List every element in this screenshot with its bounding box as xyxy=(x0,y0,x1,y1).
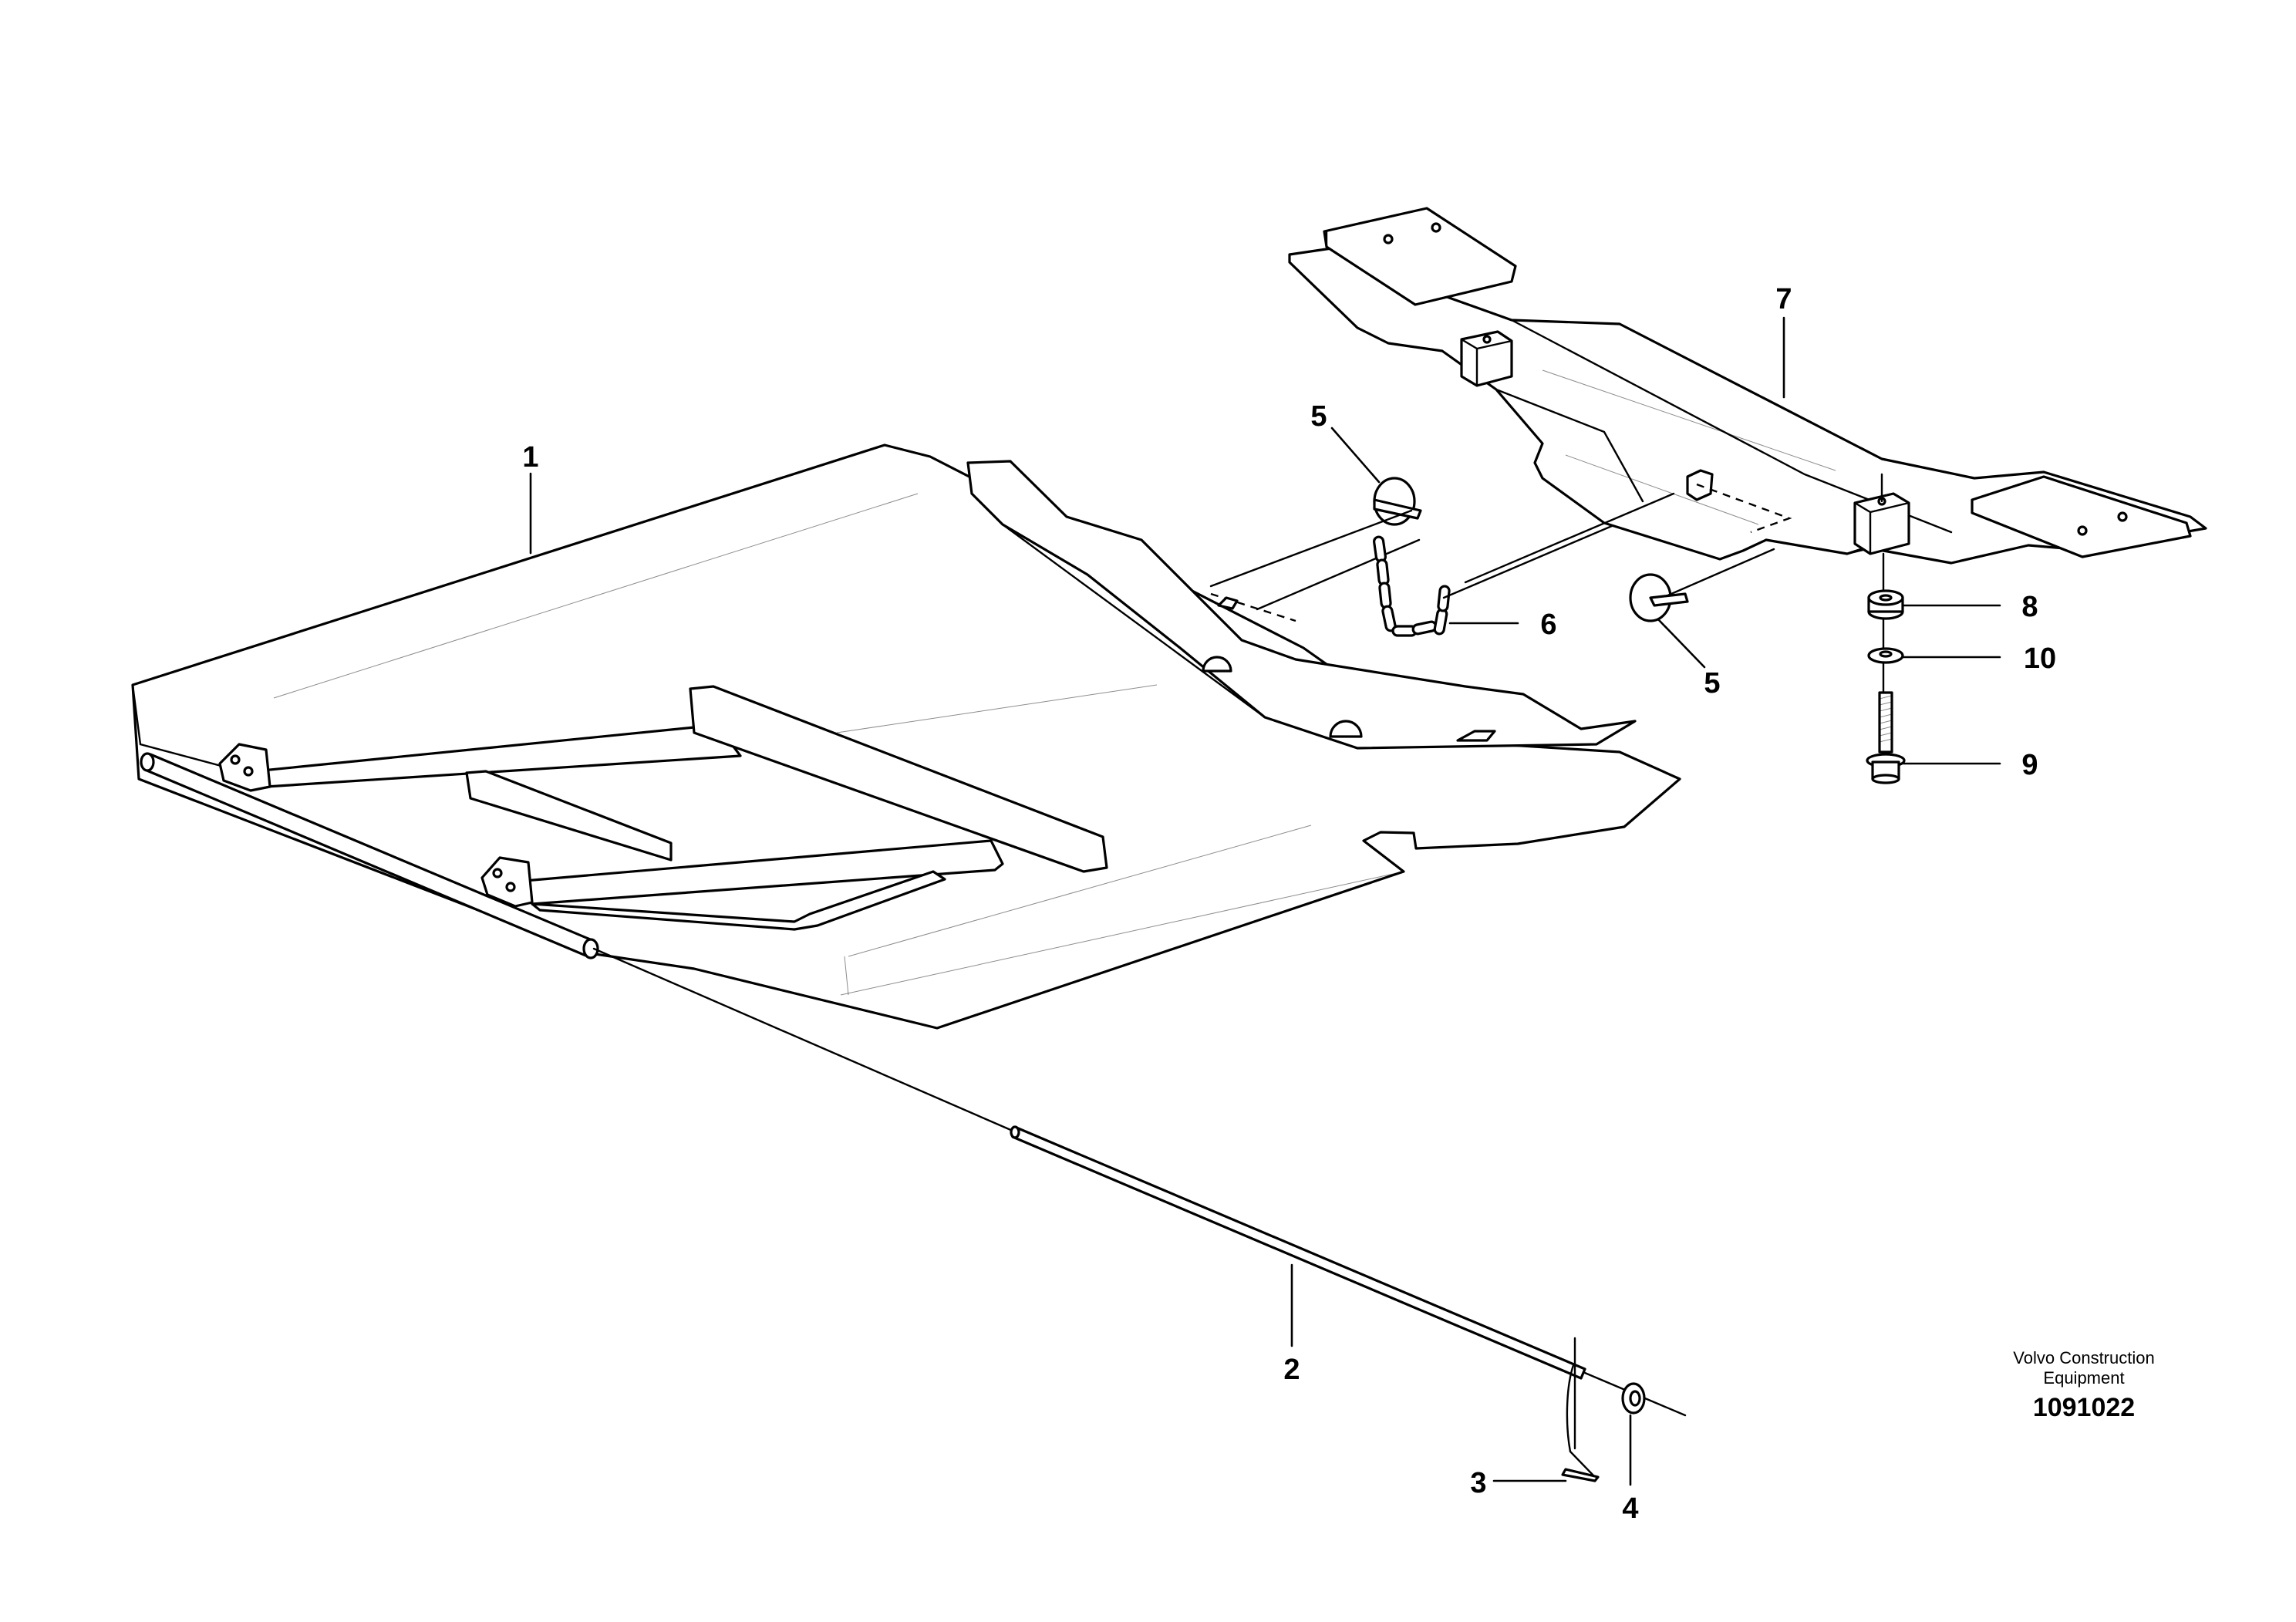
cover-plate-rib-notch xyxy=(1202,656,1232,673)
cover-plate-panel-line xyxy=(844,956,849,996)
damper-washer-hole xyxy=(1879,650,1893,658)
lock-pin-shank xyxy=(1373,498,1422,520)
support-beam-attach-dash xyxy=(1696,483,1792,534)
hinge-rod-pin-end xyxy=(1010,1125,1020,1139)
hinge-hole xyxy=(230,754,241,765)
callout-labels: 1 2 3 4 5 5 6 7 8 10 9 xyxy=(522,283,2056,1525)
callout-9: 9 xyxy=(2021,749,2038,781)
support-beam-panel-line xyxy=(1542,369,1836,471)
mounting-block-front xyxy=(1853,492,1910,555)
callout-3: 3 xyxy=(1470,1467,1486,1499)
leader-lines xyxy=(529,316,2001,1486)
plate-bolt-hole xyxy=(2117,511,2128,522)
hinge-hole xyxy=(492,868,503,878)
callout-1: 1 xyxy=(522,441,538,474)
chain-link xyxy=(1381,605,1397,632)
chain-axis xyxy=(1256,538,1421,611)
leader-5-lower xyxy=(1657,618,1706,669)
chain-link xyxy=(1373,535,1387,563)
lock-pin-upper xyxy=(1209,477,1422,588)
callout-7: 7 xyxy=(1775,283,1792,315)
callout-6: 6 xyxy=(1540,609,1556,641)
callout-8: 8 xyxy=(2021,591,2038,623)
linch-pin-head xyxy=(1561,1468,1600,1482)
plate-bolt-hole xyxy=(1431,222,1441,233)
mounting-block-edge xyxy=(1853,501,1910,555)
cover-plate-panel-line xyxy=(836,684,1158,733)
hinge-rod-tube-end xyxy=(140,752,155,772)
cover-plate-panel-line xyxy=(840,871,1404,996)
callout-5-lower: 5 xyxy=(1704,667,1720,700)
support-beam-side-edge xyxy=(1495,388,1644,503)
callout-10: 10 xyxy=(2024,642,2056,675)
callout-2: 2 xyxy=(1283,1354,1300,1386)
cover-plate-panel-line xyxy=(848,824,1312,957)
flange-bolt xyxy=(1866,691,1906,784)
support-beam xyxy=(1288,207,2207,584)
linch-pin xyxy=(1561,1337,1600,1482)
hinge-hole xyxy=(505,882,516,892)
cover-plate-rib-notch xyxy=(1456,730,1496,742)
mounting-block-edge xyxy=(1460,338,1513,387)
hinge-rod-shaft xyxy=(592,947,1021,1135)
lock-pin-axis xyxy=(1664,548,1775,598)
leader-5-upper xyxy=(1330,427,1381,484)
support-beam-plate-front xyxy=(1971,475,2192,558)
frame-bar-long xyxy=(689,685,1108,873)
support-beam-panel-line xyxy=(1565,454,1759,525)
title-block: Volvo Construction Equipment 1091022 xyxy=(2013,1348,2154,1422)
callout-5-upper: 5 xyxy=(1310,400,1327,433)
frame-bar-inner xyxy=(465,770,673,862)
callout-4: 4 xyxy=(1622,1492,1638,1525)
lock-pin-lower xyxy=(1629,548,1775,622)
lock-pin-axis xyxy=(1209,509,1413,588)
plate-bolt-hole xyxy=(2077,525,2088,536)
frame-bar-lower xyxy=(531,870,946,931)
rubber-damper xyxy=(1867,552,1904,761)
linch-pin-loop xyxy=(1566,1364,1595,1477)
flange-bolt-head-bottom xyxy=(1871,774,1900,784)
chain-link xyxy=(1411,620,1438,636)
chain-link xyxy=(1376,558,1390,586)
hinge-rod xyxy=(140,752,1687,1417)
mounting-block-rear xyxy=(1460,330,1513,387)
cover-plate xyxy=(131,443,1681,1030)
cover-plate-panel-line xyxy=(273,493,919,699)
mounting-block-hole xyxy=(1482,335,1492,344)
hinge-rod-pin xyxy=(1011,1126,1586,1380)
hinge-hole xyxy=(243,766,254,777)
damper-washer xyxy=(1867,647,1904,664)
rubber-damper-hole xyxy=(1879,594,1893,602)
chain-link xyxy=(1433,608,1448,636)
brand-line-2: Equipment xyxy=(2043,1368,2124,1388)
washer-inner xyxy=(1629,1390,1641,1407)
lock-pin-shank xyxy=(1649,592,1689,607)
cover-plate-rib xyxy=(966,460,1637,750)
flange-bolt-thread-lines xyxy=(1879,695,1893,743)
cover-plate-rib-crease xyxy=(1001,523,1266,719)
support-beam-attach-line xyxy=(1464,492,1675,584)
brand-line-1: Volvo Construction xyxy=(2013,1348,2154,1367)
hinge-rod-tube-end xyxy=(582,938,599,959)
flange-bolt-thread xyxy=(1878,691,1893,754)
cover-plate-rib-notch xyxy=(1329,720,1363,738)
chain-link xyxy=(1378,582,1392,609)
washer xyxy=(1621,1382,1646,1415)
cover-plate-attach-tab xyxy=(1217,596,1239,610)
drawing-number: 1091022 xyxy=(2033,1393,2135,1422)
plate-bolt-hole xyxy=(1383,234,1394,244)
